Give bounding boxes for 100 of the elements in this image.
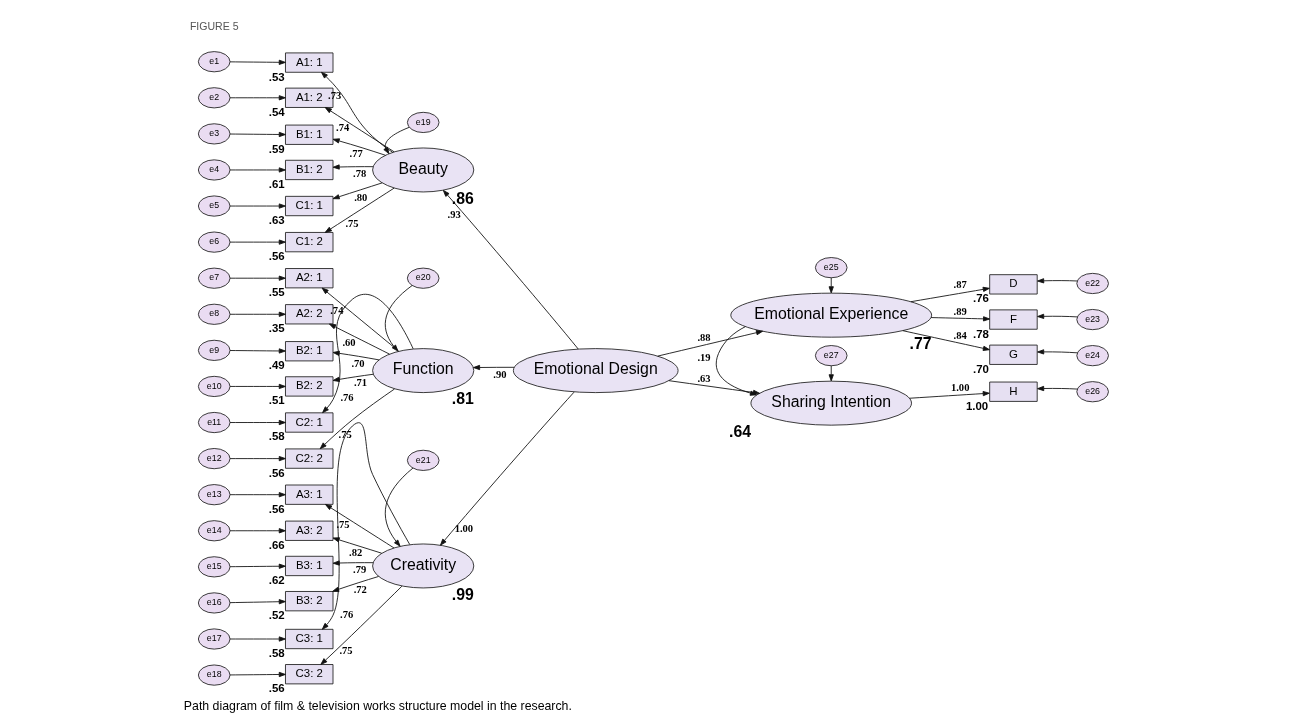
node-box: B2: 1 <box>284 341 333 362</box>
node-ellipse: e12 <box>197 448 230 470</box>
arrow <box>328 323 390 355</box>
node-box: A2: 1 <box>284 268 333 289</box>
arrow <box>324 504 394 549</box>
node-box: H <box>988 381 1038 402</box>
arrow <box>828 277 834 294</box>
node-label: .66 <box>268 538 285 551</box>
node-box: C1: 2 <box>284 232 333 253</box>
arrow <box>229 636 286 642</box>
node-label: .62 <box>268 573 285 586</box>
node-label: .54 <box>268 105 285 118</box>
node-box: C2: 1 <box>284 412 333 433</box>
arrow <box>439 391 574 546</box>
edge-label: .75 <box>338 429 352 441</box>
arrow <box>319 585 402 665</box>
edge-label: .89 <box>953 305 967 317</box>
edge-label: .87 <box>953 279 967 291</box>
edge-label: .63 <box>696 372 711 384</box>
arrow <box>382 126 410 155</box>
arrow <box>901 330 990 351</box>
node-ellipse: e10 <box>197 375 230 397</box>
edge-label: .80 <box>353 191 367 203</box>
node-box: B1: 1 <box>284 124 333 145</box>
edge-label: .76 <box>339 608 353 620</box>
node-box: B3: 2 <box>284 591 333 612</box>
arrow <box>229 492 286 498</box>
node-ellipse: e2 <box>197 87 230 109</box>
arrow <box>332 350 379 361</box>
node-label: .56 <box>268 502 285 515</box>
node-ellipse: e4 <box>197 159 230 181</box>
edge-label: .75 <box>335 519 350 530</box>
edge-label: .93 <box>447 209 461 221</box>
node-ellipse: e11 <box>197 411 230 434</box>
node-box: C3: 2 <box>284 664 333 685</box>
node-label: .56 <box>268 682 285 695</box>
node-box: A1: 1 <box>284 52 333 73</box>
node-label: 1.00 <box>965 399 988 412</box>
node-ellipse: e24 <box>1075 345 1109 367</box>
arrow <box>229 275 286 281</box>
node-ellipse: e5 <box>197 195 230 217</box>
edge-label: 1.00 <box>454 523 473 535</box>
node-label: .35 <box>268 322 285 335</box>
arrow <box>229 167 286 173</box>
node-ellipse: e14 <box>197 520 230 542</box>
node-label: .70 <box>972 362 989 375</box>
edge-label: .70 <box>350 357 365 369</box>
arrow <box>442 189 579 350</box>
arrow <box>229 131 286 138</box>
arrow <box>229 528 286 534</box>
node-ellipse: e23 <box>1075 309 1109 331</box>
node-label: .58 <box>268 646 285 659</box>
node-ellipse: e7 <box>197 267 230 289</box>
edge-label: .19 <box>696 352 711 364</box>
node-box: C3: 1 <box>284 628 333 650</box>
arrow <box>229 419 286 426</box>
node-box: D <box>988 274 1038 295</box>
node-label: .56 <box>268 250 285 263</box>
node-ellipse: e1 <box>197 51 230 73</box>
arrow <box>321 293 414 414</box>
edge-label: .72 <box>353 583 367 595</box>
edge-label: .84 <box>953 329 967 341</box>
node-label: .55 <box>268 286 285 299</box>
node-label: .51 <box>268 394 285 407</box>
edge-label: .73 <box>327 89 341 101</box>
arrow <box>332 138 386 156</box>
node-ellipse: e3 <box>197 123 230 145</box>
arrow <box>332 182 383 200</box>
arrow <box>229 95 286 101</box>
arrow <box>1036 385 1078 392</box>
node-box: A3: 2 <box>284 520 333 541</box>
arrow <box>229 59 286 65</box>
node-ellipse: e13 <box>197 484 230 506</box>
arrow <box>229 311 286 317</box>
node-label: .52 <box>268 609 285 622</box>
arrow <box>472 364 514 371</box>
node-ellipse: e22 <box>1075 272 1109 295</box>
node-box: A3: 1 <box>284 484 333 505</box>
arrow <box>229 671 286 678</box>
edge-label: .79 <box>352 563 366 575</box>
arrow <box>910 286 990 303</box>
node-box: B2: 2 <box>284 376 333 397</box>
node-ellipse: e27 <box>814 345 847 367</box>
arrow <box>229 456 286 462</box>
arrow <box>715 326 757 396</box>
node-ellipse: e18 <box>197 664 230 686</box>
arrow <box>229 348 286 354</box>
node-ellipse: e19 <box>406 111 439 133</box>
arrow <box>229 239 286 245</box>
node-label: .63 <box>268 213 285 226</box>
arrow <box>828 365 834 382</box>
node-box: G <box>988 344 1038 365</box>
node-label: .78 <box>972 327 989 340</box>
arrow <box>930 316 990 322</box>
edge-label: .75 <box>338 645 353 657</box>
arrow <box>229 563 286 569</box>
arrow <box>332 164 373 170</box>
caption: Path diagram of film & television works structure model in the research. <box>183 698 572 713</box>
node-box: F <box>988 309 1038 330</box>
edge-label: .60 <box>341 336 356 348</box>
